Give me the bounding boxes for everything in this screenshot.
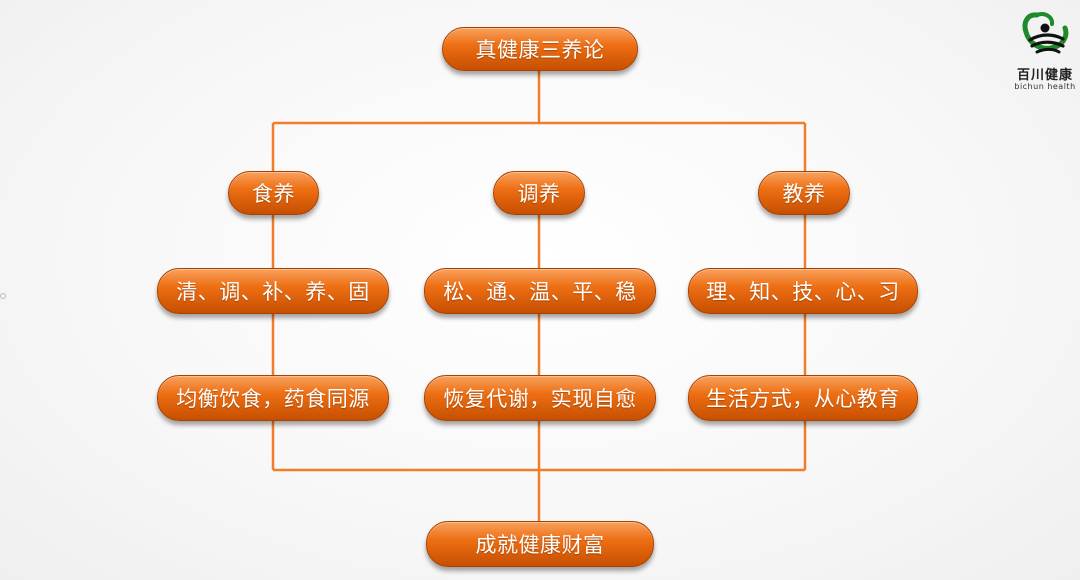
result-node: 成就健康财富 [426, 521, 654, 567]
root-node: 真健康三养论 [442, 27, 638, 71]
goal-node-conditioning: 恢复代谢，实现自愈 [424, 375, 656, 421]
branch-node-food: 食养 [228, 171, 319, 215]
logo-name-en: bichun health [1014, 82, 1076, 91]
principles-node-education: 理、知、技、心、习 [688, 268, 918, 314]
logo-name-cn: 百川健康 [1016, 68, 1073, 83]
principles-node-food: 清、调、补、养、固 [157, 268, 389, 314]
swirl-logo-icon [1022, 12, 1069, 54]
brand-logo: 百川健康 bichun health [1012, 8, 1078, 94]
branch-node-conditioning: 调养 [493, 171, 585, 215]
principles-node-conditioning: 松、通、温、平、稳 [424, 268, 656, 314]
goal-node-education: 生活方式，从心教育 [688, 375, 918, 421]
branch-node-education: 教养 [758, 171, 850, 215]
goal-node-food: 均衡饮食，药食同源 [157, 375, 389, 421]
edge-marker [0, 293, 6, 299]
